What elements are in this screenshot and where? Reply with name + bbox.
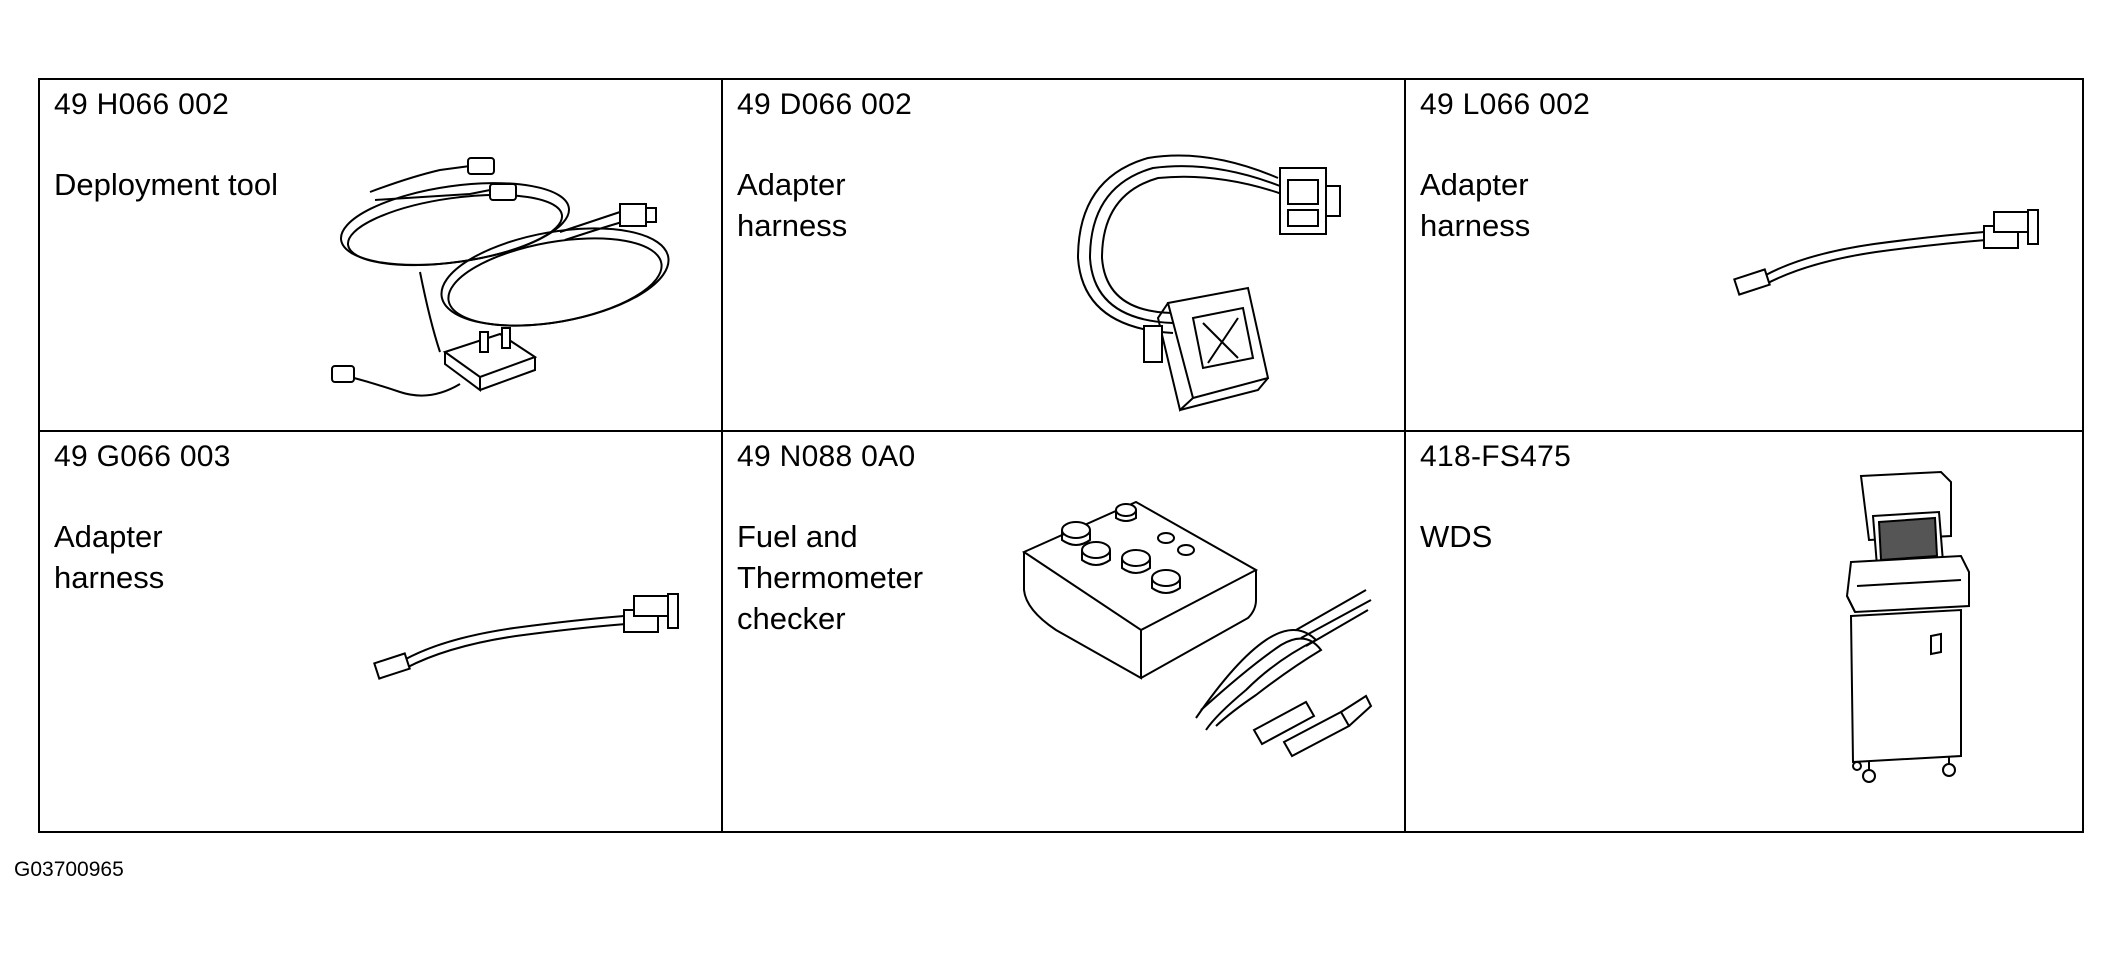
tool-cell-adapter-harness-2: 49 L066 002 Adapter harness — [1406, 80, 2082, 432]
tool-description-line: Adapter — [1420, 167, 1529, 202]
tool-cell-adapter-harness-3: 49 G066 003 Adapter harness — [40, 432, 723, 831]
tool-description-line: WDS — [1420, 519, 1493, 554]
tool-description: Deployment tool — [54, 164, 278, 205]
deployment-tool-drawing — [330, 152, 710, 422]
tool-cell-deployment-tool: 49 H066 002 Deployment tool — [40, 80, 723, 432]
tool-description: Adapter harness — [54, 516, 164, 598]
tool-description: Fuel and Thermometer checker — [737, 516, 923, 639]
tool-description-line: harness — [737, 208, 848, 243]
tool-description-line: Fuel and — [737, 519, 858, 554]
adapter-harness-connector-drawing — [1058, 128, 1398, 418]
tool-description: Adapter harness — [737, 164, 847, 246]
tool-cell-wds: 418-FS475 WDS — [1406, 432, 2082, 831]
tool-description-line: checker — [737, 601, 846, 636]
tool-description-line: Adapter — [54, 519, 163, 554]
adapter-harness-cable-drawing — [1724, 204, 2064, 304]
tool-cell-adapter-harness-1: 49 D066 002 Adapter harness — [723, 80, 1406, 432]
tool-description: Adapter harness — [1420, 164, 1530, 246]
special-tools-table: 49 H066 002 Deployment tool — [38, 78, 2084, 833]
tool-description-line: harness — [1420, 208, 1531, 243]
tool-code: 418-FS475 — [1420, 440, 1572, 473]
tool-code: 49 N088 0A0 — [737, 440, 916, 473]
wds-cart-drawing — [1831, 466, 1981, 786]
tool-cell-fuel-thermometer-checker: 49 N088 0A0 Fuel and Thermometer checker — [723, 432, 1406, 831]
tool-code: 49 G066 003 — [54, 440, 231, 473]
tool-description-line: Thermometer — [737, 560, 924, 595]
adapter-harness-cable-drawing — [364, 588, 704, 688]
tool-description-line: Adapter — [737, 167, 846, 202]
tool-code: 49 D066 002 — [737, 88, 913, 121]
tool-description: WDS — [1420, 516, 1492, 557]
fuel-thermometer-checker-drawing — [1016, 490, 1396, 780]
figure-id: G03700965 — [14, 858, 124, 881]
tool-code: 49 H066 002 — [54, 88, 230, 121]
tool-description-line: harness — [54, 560, 165, 595]
tool-description-line: Deployment tool — [54, 167, 279, 202]
tool-code: 49 L066 002 — [1420, 88, 1591, 121]
